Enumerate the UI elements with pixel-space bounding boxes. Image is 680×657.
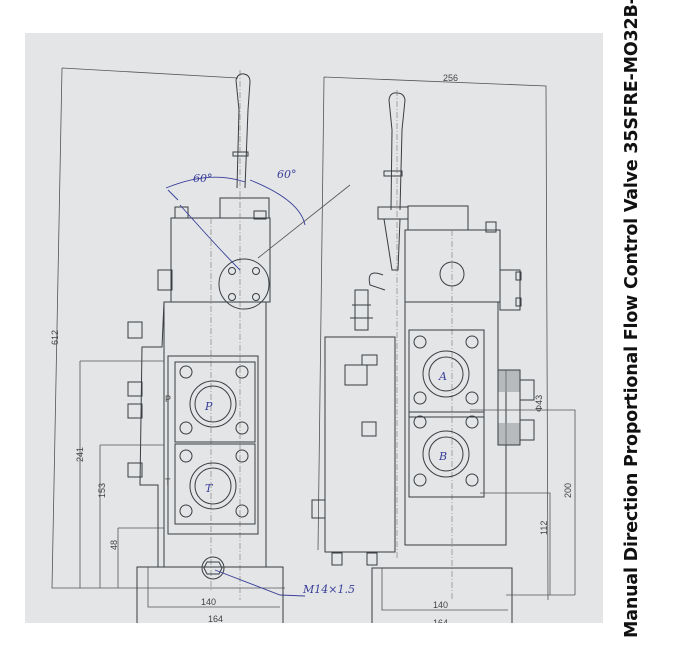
- dim-right-140: 140: [433, 600, 448, 610]
- angle-label-left: 60°: [193, 172, 213, 185]
- port-t-label: T: [165, 477, 171, 487]
- side-view: 256 A B Φ43 200: [311, 73, 576, 629]
- dim-right-164: 164: [433, 618, 448, 623]
- dim-241: 241: [75, 447, 85, 462]
- dim-left-164: 164: [208, 614, 223, 623]
- port-t-handwritten: T: [205, 482, 214, 495]
- dim-48: 48: [109, 540, 119, 550]
- port-p-handwritten: P: [204, 400, 213, 413]
- dim-153: 153: [97, 483, 107, 498]
- dim-left-140: 140: [201, 597, 216, 607]
- port-a-handwritten: A: [438, 370, 447, 383]
- front-view: 60° 60° P T P T M14×1.5 612 241 153 48 1…: [50, 67, 355, 626]
- drawing-photo: 60° 60° P T P T M14×1.5 612 241 153 48 1…: [25, 33, 603, 629]
- angle-label-right: 60°: [277, 168, 297, 181]
- port-p-label: P: [165, 394, 171, 404]
- dim-112: 112: [539, 521, 549, 535]
- port-b-handwritten: B: [438, 450, 447, 463]
- dim-256: 256: [443, 73, 458, 83]
- dim-612: 612: [50, 330, 60, 345]
- dim-200: 200: [563, 483, 573, 498]
- caption: Manual Direction Proportional Flow Contr…: [622, 0, 642, 638]
- technical-drawing: 60° 60° P T P T M14×1.5 612 241 153 48 1…: [50, 67, 576, 629]
- thread-label: M14×1.5: [302, 583, 355, 596]
- dim-phi43: Φ43: [534, 395, 544, 412]
